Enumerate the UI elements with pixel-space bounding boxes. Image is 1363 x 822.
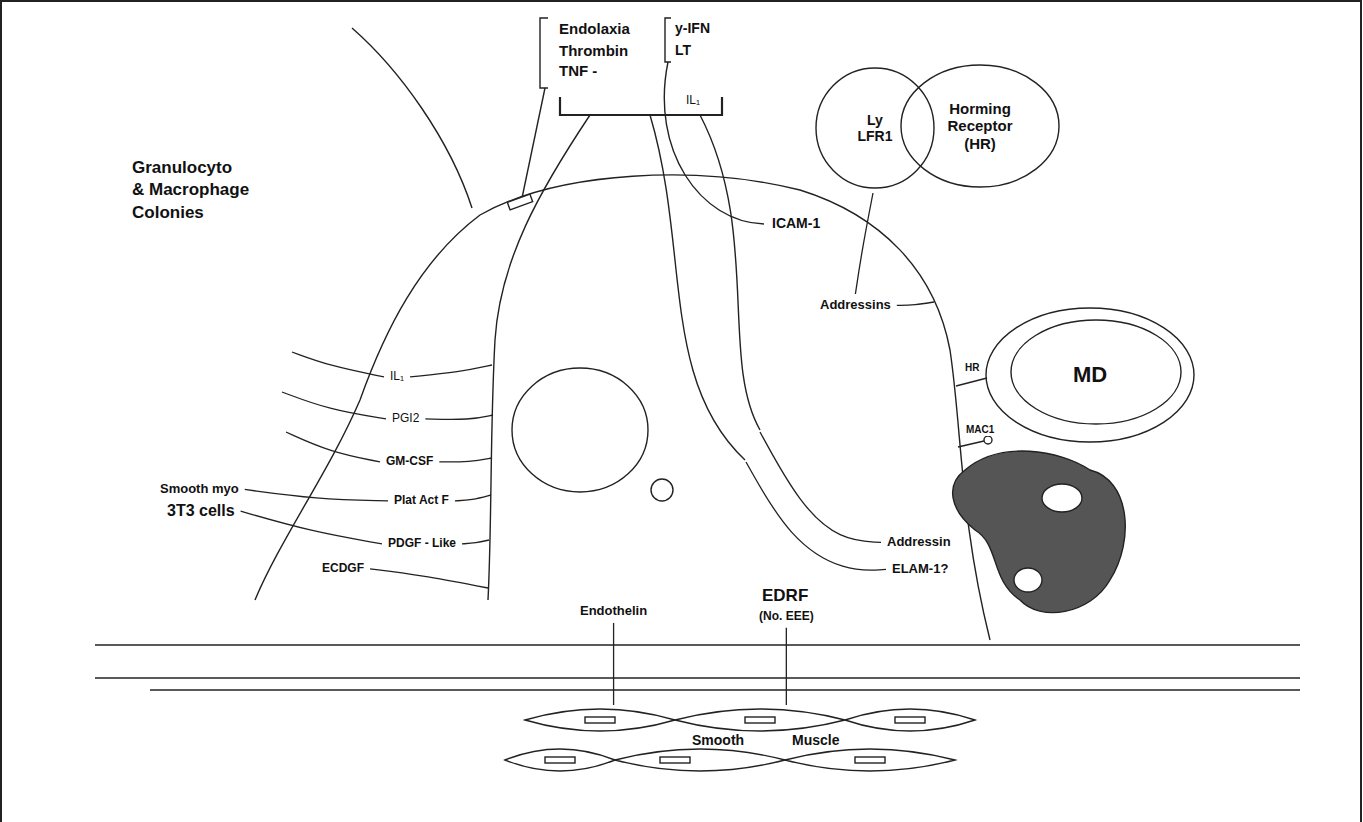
label-text: Colonies xyxy=(130,203,206,223)
leader-lines xyxy=(241,193,934,705)
label-text: Addressin xyxy=(885,535,953,550)
leader-line xyxy=(897,302,934,305)
muscle-cell xyxy=(845,709,975,731)
muscle-cell xyxy=(525,709,675,731)
leader-line xyxy=(760,432,881,542)
leader-line xyxy=(855,193,873,294)
muscle-nucleus xyxy=(660,757,690,763)
label-text: IL₁ xyxy=(684,94,702,108)
circle-outline xyxy=(816,68,934,188)
circle-outline xyxy=(986,308,1194,442)
label-text: ECDGF xyxy=(320,562,366,576)
label-text: HR xyxy=(963,362,981,374)
circle-outline xyxy=(901,65,1059,187)
label-text: Thrombin xyxy=(557,42,630,59)
leader-line xyxy=(425,415,493,419)
muscle-nucleus xyxy=(745,717,775,723)
label-text: Smooth xyxy=(690,732,746,748)
label-text: y-IFN xyxy=(673,20,712,36)
basement-membrane xyxy=(95,644,1300,645)
receptor-symbol xyxy=(507,194,532,210)
node-text: Horming Receptor (HR) xyxy=(947,100,1012,152)
node-text: Ly LFR1 xyxy=(858,112,893,144)
leader-line xyxy=(613,623,614,705)
label-text: ELAM-1? xyxy=(890,562,950,577)
leader-line xyxy=(241,511,382,544)
signal-line xyxy=(700,115,760,430)
basement-membrane xyxy=(95,677,1300,678)
label-text: EDRF xyxy=(760,586,810,606)
basement-membrane xyxy=(150,689,1300,690)
receptor-symbol xyxy=(956,378,987,386)
leader-line xyxy=(245,489,388,500)
label-text: & Macrophage xyxy=(130,180,251,200)
receptor-symbol xyxy=(984,436,992,444)
cell-circle: Ly LFR1 xyxy=(815,67,935,189)
muscle-cell xyxy=(675,709,845,731)
label-text: Muscle xyxy=(790,732,841,748)
signal-line xyxy=(650,115,745,460)
label-text: Granulocyto xyxy=(130,158,234,178)
signal-line xyxy=(522,88,545,198)
muscle-nucleus xyxy=(585,717,615,723)
muscle-cell xyxy=(785,749,955,771)
leader-line xyxy=(282,392,386,419)
label-text: Smooth myo xyxy=(158,482,241,497)
receptor-symbol xyxy=(958,441,984,447)
bracket xyxy=(665,18,671,62)
leader-line xyxy=(455,495,491,501)
leader-line xyxy=(746,462,886,570)
muscle-nucleus xyxy=(545,757,575,763)
signal-line xyxy=(352,28,472,208)
muscle-cell xyxy=(505,749,615,771)
label-text: PGI2 xyxy=(390,412,421,426)
smooth-muscle-layer xyxy=(505,709,975,771)
label-text: PDGF - Like xyxy=(386,537,458,551)
label-text: LT xyxy=(673,42,693,58)
leader-line xyxy=(439,458,492,462)
granulocyte-nucleus xyxy=(1014,568,1042,592)
label-text: IL₁ xyxy=(388,370,406,384)
label-text: TNF - xyxy=(557,62,599,79)
nucleolus xyxy=(651,479,673,501)
label-text: Endolaxia xyxy=(557,20,632,37)
muscle-nucleus xyxy=(855,757,885,763)
label-text: Plat Act F xyxy=(392,494,451,508)
muscle-cell xyxy=(615,749,785,771)
muscle-nucleus xyxy=(895,717,925,723)
label-text: 3T3 cells xyxy=(165,502,237,520)
leader-line xyxy=(286,432,380,462)
leader-line xyxy=(410,365,492,377)
leader-line xyxy=(292,352,384,377)
cell-membrane xyxy=(255,175,990,640)
node-text: MD xyxy=(1073,362,1107,387)
nucleus xyxy=(512,368,648,492)
label-text: Addressins xyxy=(818,298,893,313)
cell-circle: MD xyxy=(985,307,1195,443)
label-text: MAC1 xyxy=(964,424,996,436)
bracket xyxy=(540,18,548,88)
leader-line xyxy=(370,569,488,588)
label-text: (No. EEE) xyxy=(757,610,816,624)
nucleus-outline xyxy=(1011,320,1181,424)
leader-line xyxy=(786,628,787,705)
signal-line xyxy=(488,115,590,600)
leader-line xyxy=(462,540,489,544)
label-text: Endothelin xyxy=(578,604,649,619)
cell-circle: Horming Receptor (HR) xyxy=(900,64,1060,188)
signal-line xyxy=(664,62,764,224)
granulocyte-nucleus xyxy=(1042,484,1082,512)
label-text: GM-CSF xyxy=(384,455,435,469)
granulocyte-cell xyxy=(953,451,1126,613)
label-text: ICAM-1 xyxy=(770,215,822,231)
